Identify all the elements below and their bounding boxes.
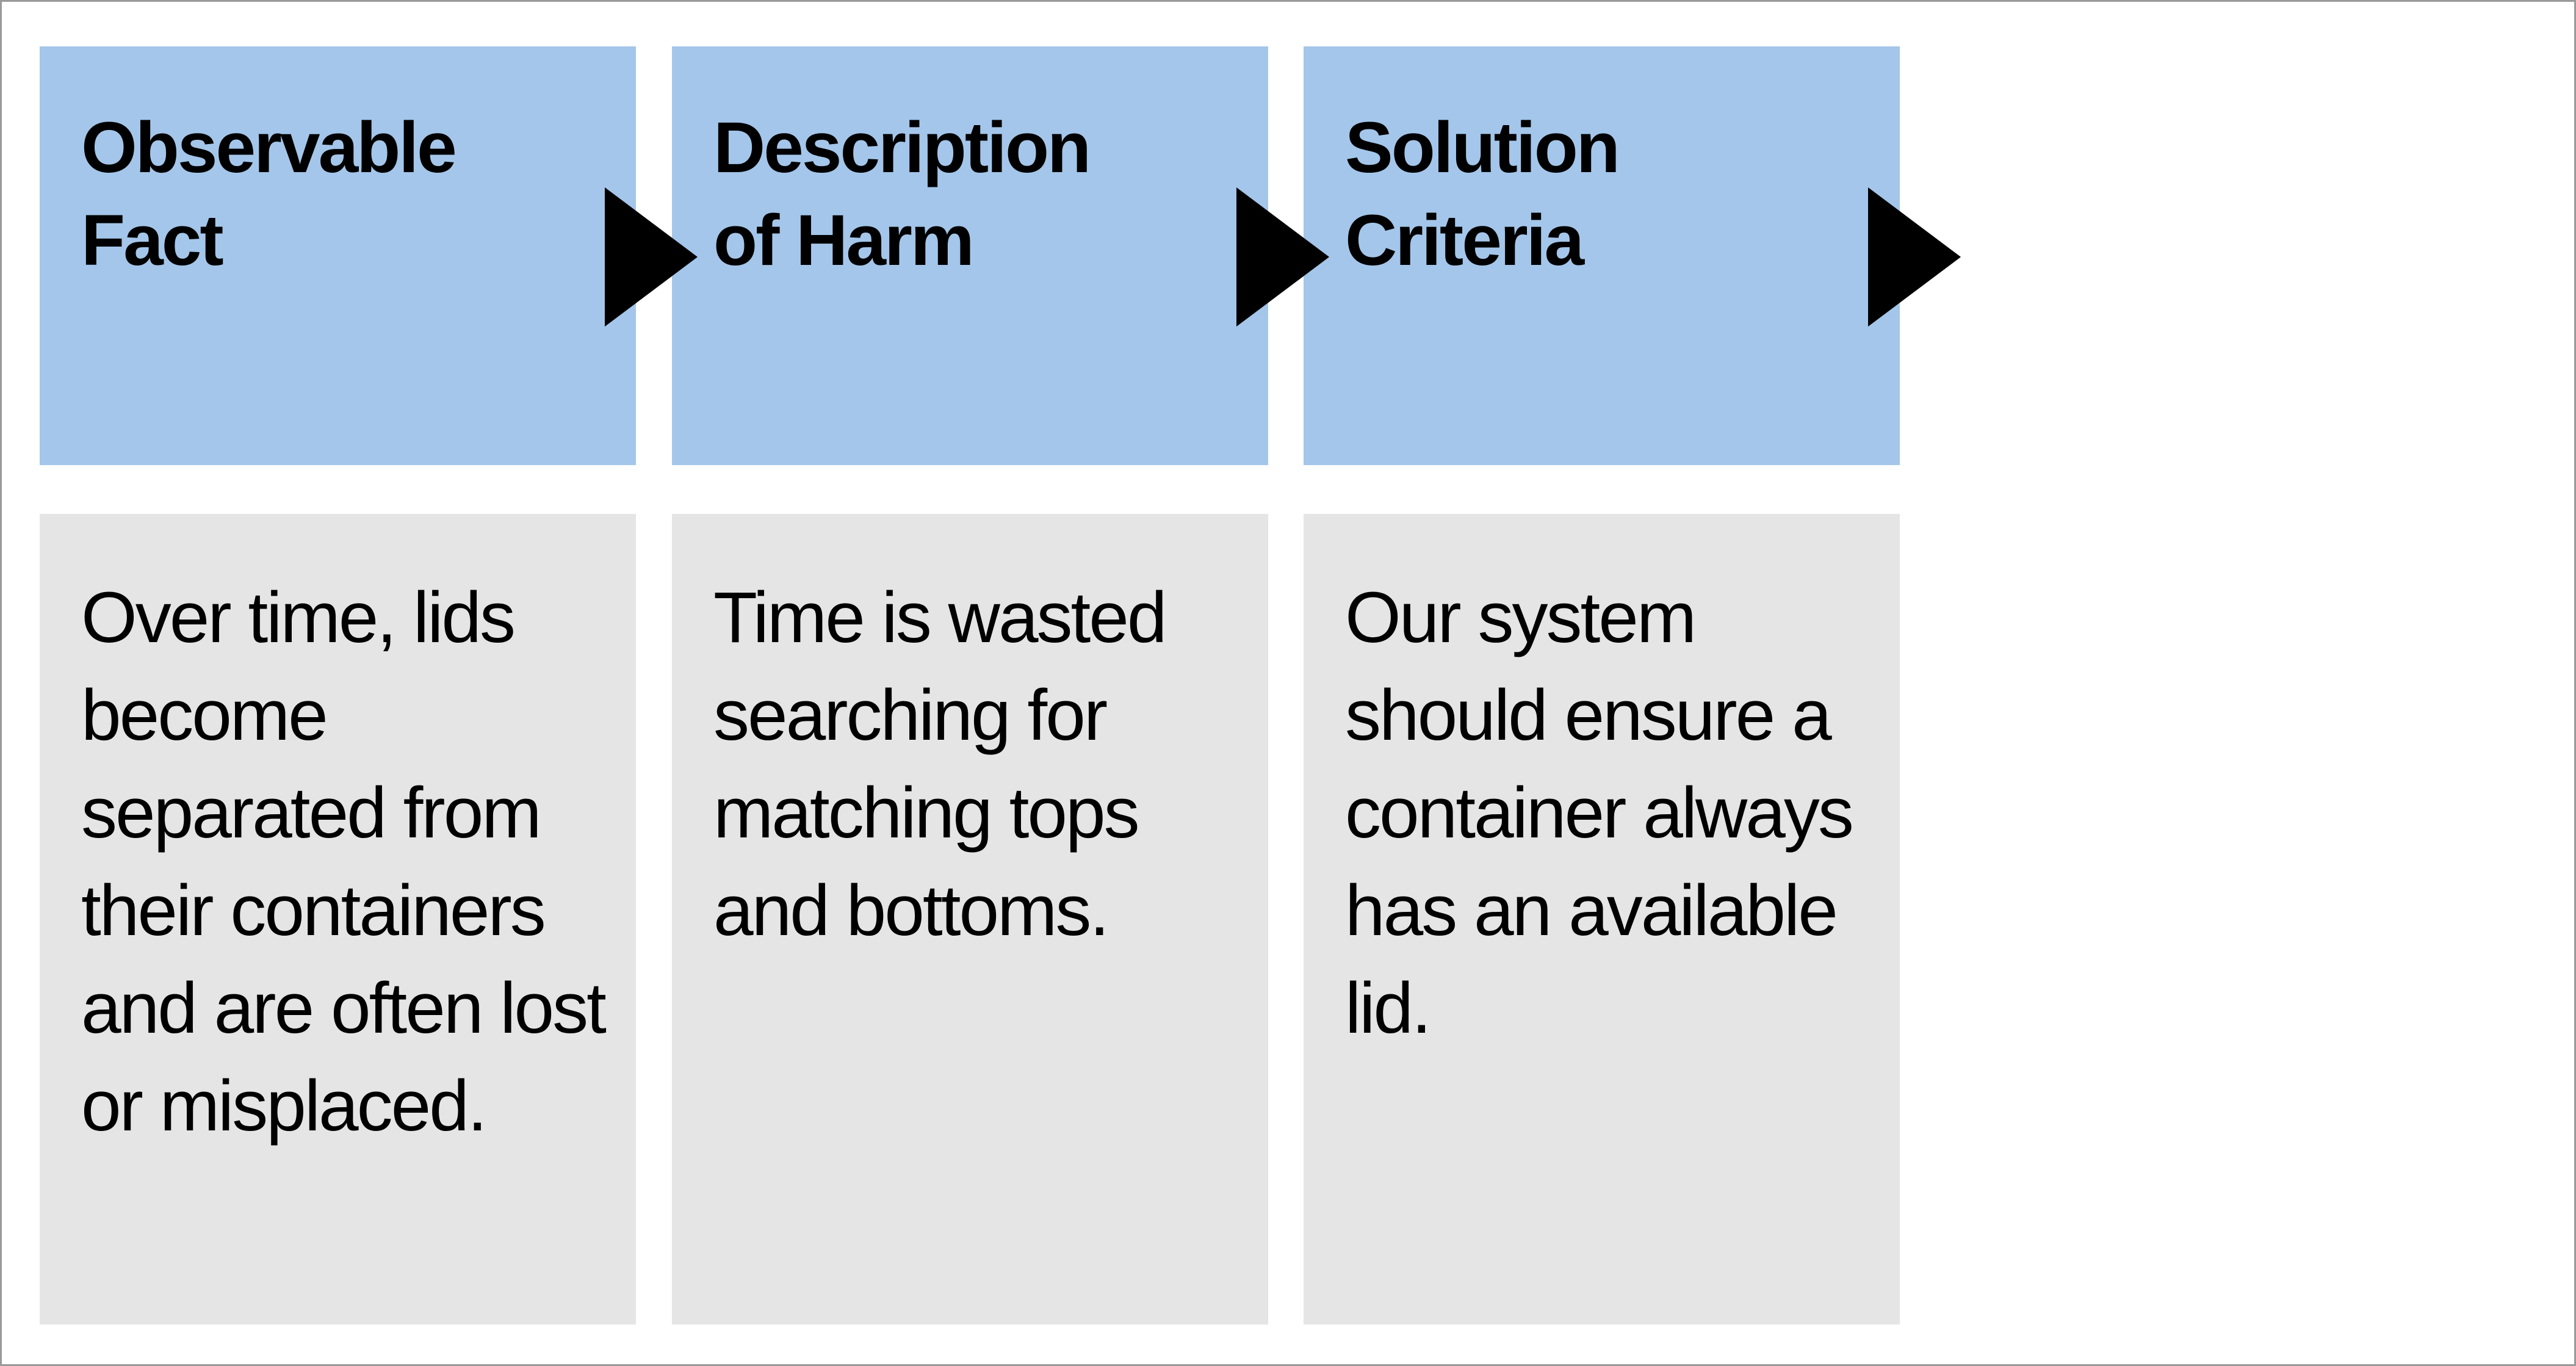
step-description: Over time, lids become separated from th… [81, 577, 607, 1146]
step-body-solution-criteria: Our system should ensure a container alw… [1304, 514, 1900, 1324]
step-heading: Description of Harm [713, 107, 1091, 281]
step-header-solution-criteria: Solution Criteria [1304, 46, 1900, 465]
triangle-right-arrow-icon [1868, 187, 1961, 327]
step-header-description-of-harm: Description of Harm [672, 46, 1268, 465]
step-heading: Solution Criteria [1345, 107, 1620, 281]
step-header-observable-fact: Observable Fact [40, 46, 636, 465]
step-body-observable-fact: Over time, lids become separated from th… [40, 514, 636, 1324]
step-description: Time is wasted searching for matching to… [713, 577, 1167, 951]
step-heading: Observable Fact [81, 107, 457, 281]
step-body-description-of-harm: Time is wasted searching for matching to… [672, 514, 1268, 1324]
triangle-right-arrow-icon [605, 187, 698, 327]
step-description: Our system should ensure a container alw… [1345, 577, 1854, 1049]
triangle-right-arrow-icon [1236, 187, 1329, 327]
